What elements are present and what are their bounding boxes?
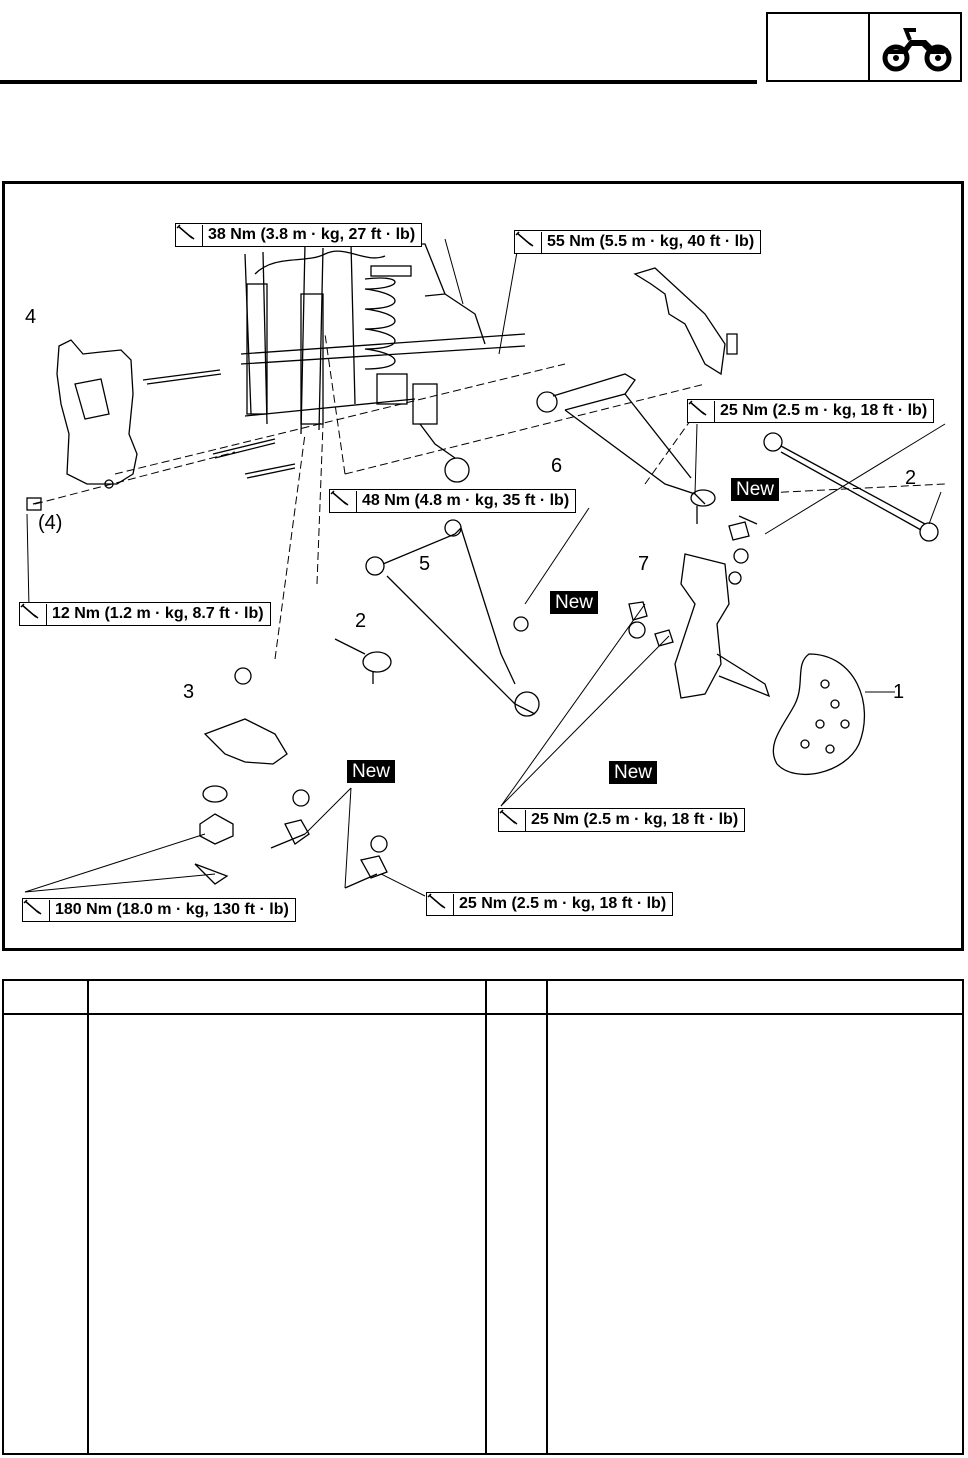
lower-arm bbox=[365, 519, 540, 717]
upper-arm bbox=[536, 373, 716, 524]
callout-4: 4 bbox=[25, 306, 37, 328]
parts-table bbox=[2, 979, 964, 1455]
new-badge: New bbox=[609, 761, 658, 784]
table-column-divider bbox=[87, 981, 89, 1453]
table-column-divider bbox=[485, 981, 487, 1453]
knuckle bbox=[674, 553, 771, 699]
callout-6: 6 bbox=[551, 455, 563, 477]
torque-wrench-icon bbox=[688, 400, 715, 422]
brake-disc bbox=[772, 653, 866, 776]
atv-icon bbox=[882, 28, 952, 72]
callout-2-left: 2 bbox=[355, 610, 367, 632]
exploded-diagram: 38 Nm (3.8 m · kg, 27 ft · lb) 55 Nm (5.… bbox=[2, 181, 964, 951]
torque-wrench-icon bbox=[20, 603, 47, 625]
torque-value: 25 Nm (2.5 m · kg, 18 ft · lb) bbox=[459, 895, 667, 912]
torque-label: 180 Nm (18.0 m · kg, 130 ft · lb) bbox=[22, 898, 296, 922]
torque-wrench-icon bbox=[515, 231, 542, 253]
bolt bbox=[142, 369, 222, 385]
table-column-divider bbox=[546, 981, 548, 1453]
torque-label: 48 Nm (4.8 m · kg, 35 ft · lb) bbox=[329, 489, 577, 513]
section-blank-cell bbox=[768, 14, 870, 80]
callout-5: 5 bbox=[419, 553, 431, 575]
diagram-drawing bbox=[24, 238, 946, 897]
torque-value: 12 Nm (1.2 m · kg, 8.7 ft · lb) bbox=[52, 605, 264, 622]
section-icon-box bbox=[766, 12, 962, 82]
torque-label: 25 Nm (2.5 m · kg, 18 ft · lb) bbox=[426, 892, 674, 916]
callout-4-qty: (4) bbox=[38, 512, 63, 534]
torque-label: 12 Nm (1.2 m · kg, 8.7 ft · lb) bbox=[19, 602, 271, 626]
torque-value: 25 Nm (2.5 m · kg, 18 ft · lb) bbox=[720, 402, 928, 419]
callout-1: 1 bbox=[893, 681, 905, 703]
torque-wrench-icon bbox=[23, 899, 50, 921]
torque-value: 25 Nm (2.5 m · kg, 18 ft · lb) bbox=[531, 811, 739, 828]
torque-label: 55 Nm (5.5 m · kg, 40 ft · lb) bbox=[514, 230, 762, 254]
torque-label: 38 Nm (3.8 m · kg, 27 ft · lb) bbox=[175, 223, 423, 247]
callout-2-right: 2 bbox=[905, 467, 917, 489]
torque-label: 25 Nm (2.5 m · kg, 18 ft · lb) bbox=[498, 808, 746, 832]
torque-wrench-icon bbox=[176, 224, 203, 246]
torque-value: 55 Nm (5.5 m · kg, 40 ft · lb) bbox=[547, 233, 755, 250]
torque-value: 180 Nm (18.0 m · kg, 130 ft · lb) bbox=[55, 901, 289, 918]
callout-7: 7 bbox=[638, 553, 650, 575]
bracket bbox=[633, 267, 726, 376]
torque-value: 38 Nm (3.8 m · kg, 27 ft · lb) bbox=[208, 226, 416, 243]
new-badge: New bbox=[731, 478, 780, 501]
torque-wrench-icon bbox=[427, 893, 454, 915]
torque-wrench-icon bbox=[330, 490, 357, 512]
torque-value: 48 Nm (4.8 m · kg, 35 ft · lb) bbox=[362, 492, 570, 509]
shock-absorber bbox=[364, 265, 470, 483]
new-badge: New bbox=[550, 591, 599, 614]
tie-rod-left bbox=[334, 638, 392, 684]
guard-part bbox=[56, 339, 138, 485]
table-header-row bbox=[4, 981, 962, 1015]
callout-3: 3 bbox=[183, 681, 195, 703]
torque-label: 25 Nm (2.5 m · kg, 18 ft · lb) bbox=[687, 399, 935, 423]
torque-wrench-icon bbox=[499, 809, 526, 831]
header-rule bbox=[0, 80, 757, 84]
hub bbox=[203, 718, 288, 765]
new-badge: New bbox=[347, 760, 396, 783]
frame-drawing bbox=[240, 243, 526, 435]
